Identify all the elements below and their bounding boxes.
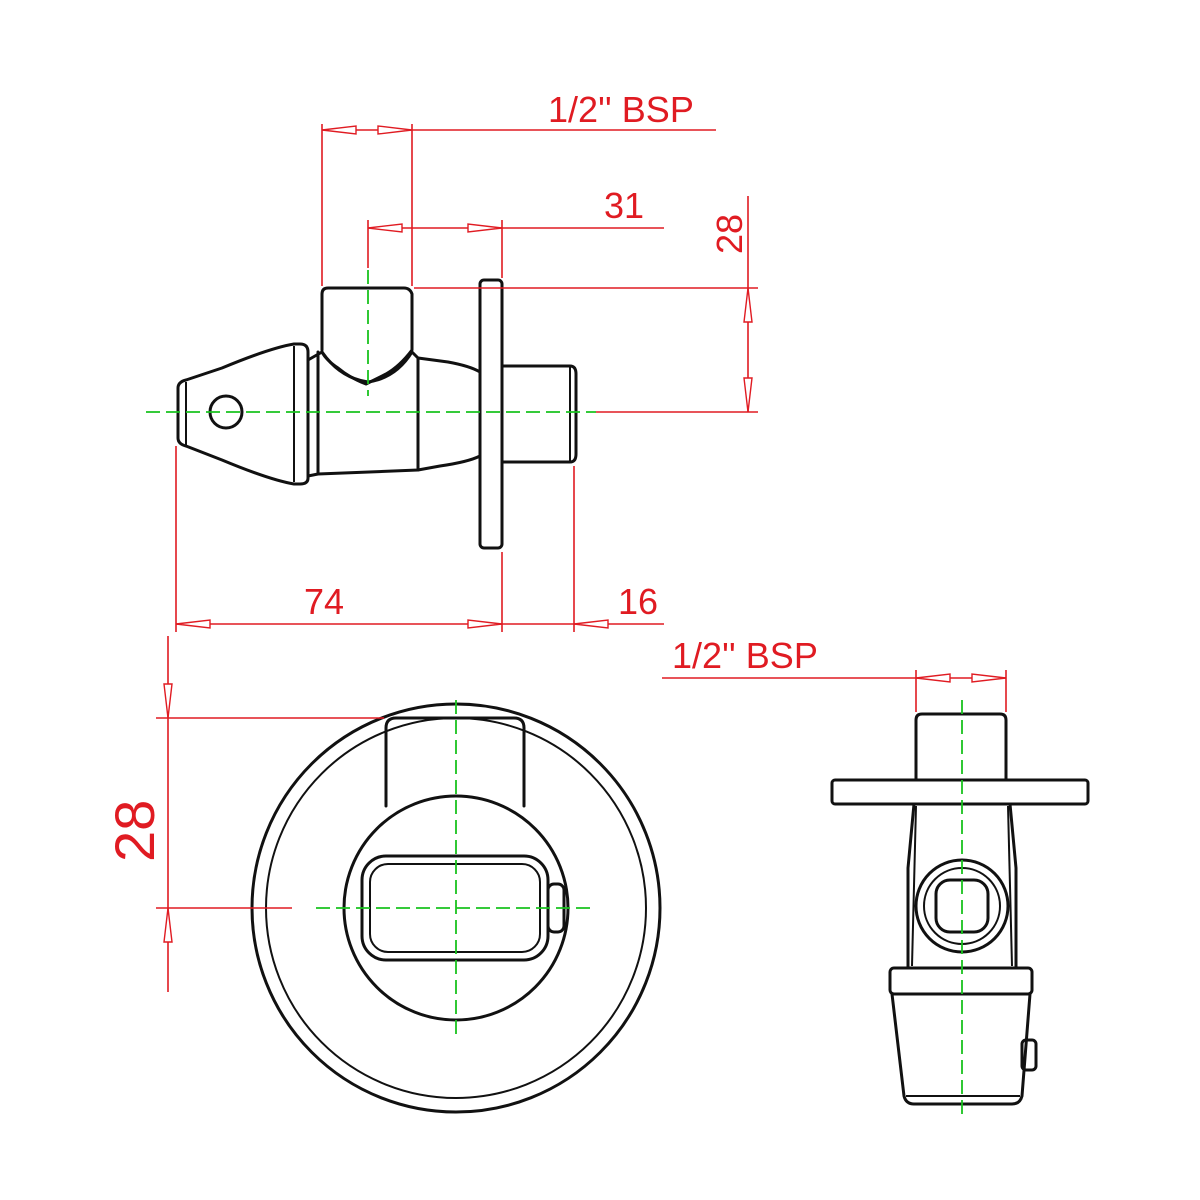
body-length-label: 74 <box>304 581 344 622</box>
front-handle-recess-inner <box>369 863 541 953</box>
front-dimensions: 28 <box>103 636 384 992</box>
side-spigot <box>500 364 578 464</box>
end-dimensions: 1/2'' BSP <box>662 635 1007 712</box>
spigot-length-label: 16 <box>618 581 658 622</box>
front-top-outlet <box>384 716 526 808</box>
side-thread-label: 1/2'' BSP <box>548 89 694 130</box>
end-handle-pin <box>1020 1038 1038 1072</box>
side-handle <box>176 342 310 486</box>
side-flange <box>478 278 504 550</box>
end-thread-label: 1/2'' BSP <box>672 635 818 676</box>
end-flange <box>830 778 1090 806</box>
side-offset-label: 31 <box>604 185 644 226</box>
front-height-label: 28 <box>103 800 166 862</box>
end-handle <box>890 992 1032 1106</box>
side-dimensions: 1/2'' BSP 31 28 74 16 <box>175 89 758 632</box>
end-top-outlet <box>914 712 1008 782</box>
end-handle-collar <box>888 966 1034 996</box>
side-centerlines <box>146 270 596 413</box>
front-centerlines <box>316 700 594 1034</box>
side-view <box>176 278 578 550</box>
end-view <box>830 712 1090 1106</box>
side-height-label: 28 <box>709 214 750 254</box>
side-body <box>306 350 482 478</box>
